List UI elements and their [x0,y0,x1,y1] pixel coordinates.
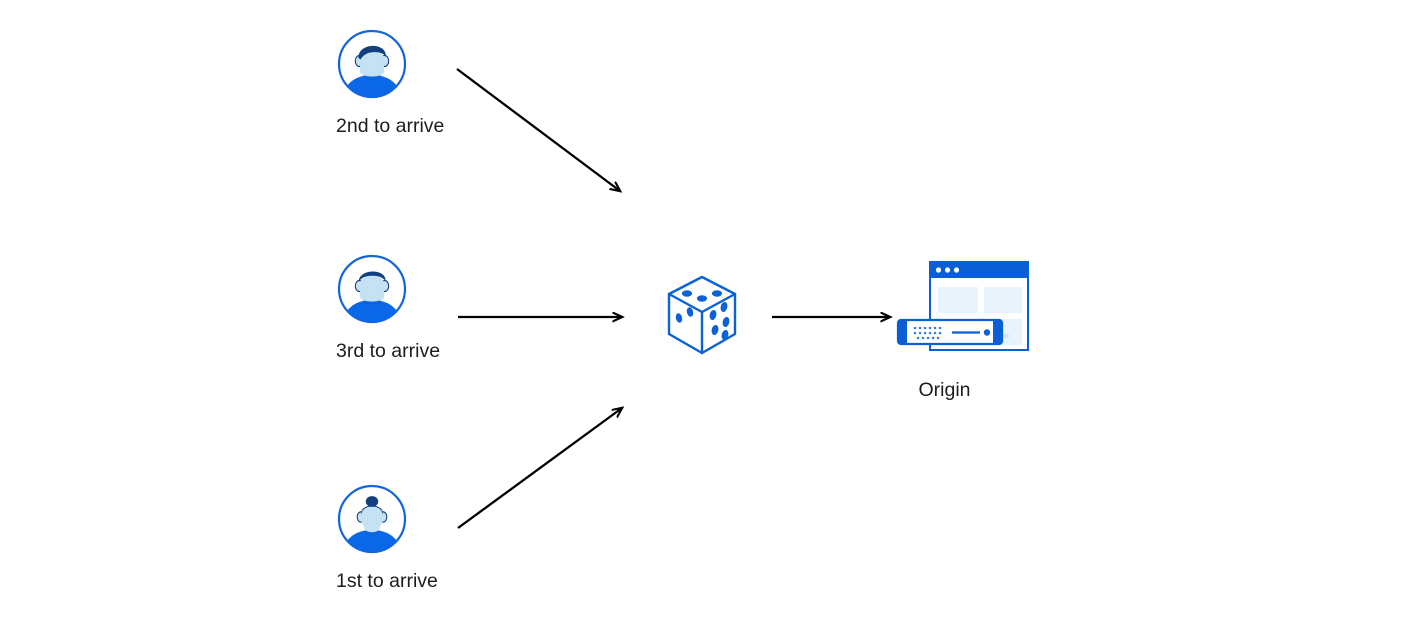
user-avatar-icon [336,483,408,560]
user-avatar-icon [336,253,408,330]
origin-server-icon [892,258,1037,375]
arrow-1st-to-dice [457,408,622,529]
node-user-1st: 1st to arrive [336,483,438,593]
node-label-origin: Origin [918,379,971,401]
arrow-2nd-to-dice [456,68,620,191]
node-user-3rd: 3rd to arrive [336,253,441,363]
dice-icon [662,272,742,367]
node-randomizer [662,272,742,362]
node-origin: Origin [892,258,1037,408]
user-avatar-icon [336,28,408,105]
node-user-2nd: 2nd to arrive [336,28,445,138]
node-label-user-3rd: 3rd to arrive [336,340,441,362]
node-label-user-2nd: 2nd to arrive [336,115,445,137]
server-appliance-icon [896,318,1009,346]
node-label-user-1st: 1st to arrive [336,570,438,592]
